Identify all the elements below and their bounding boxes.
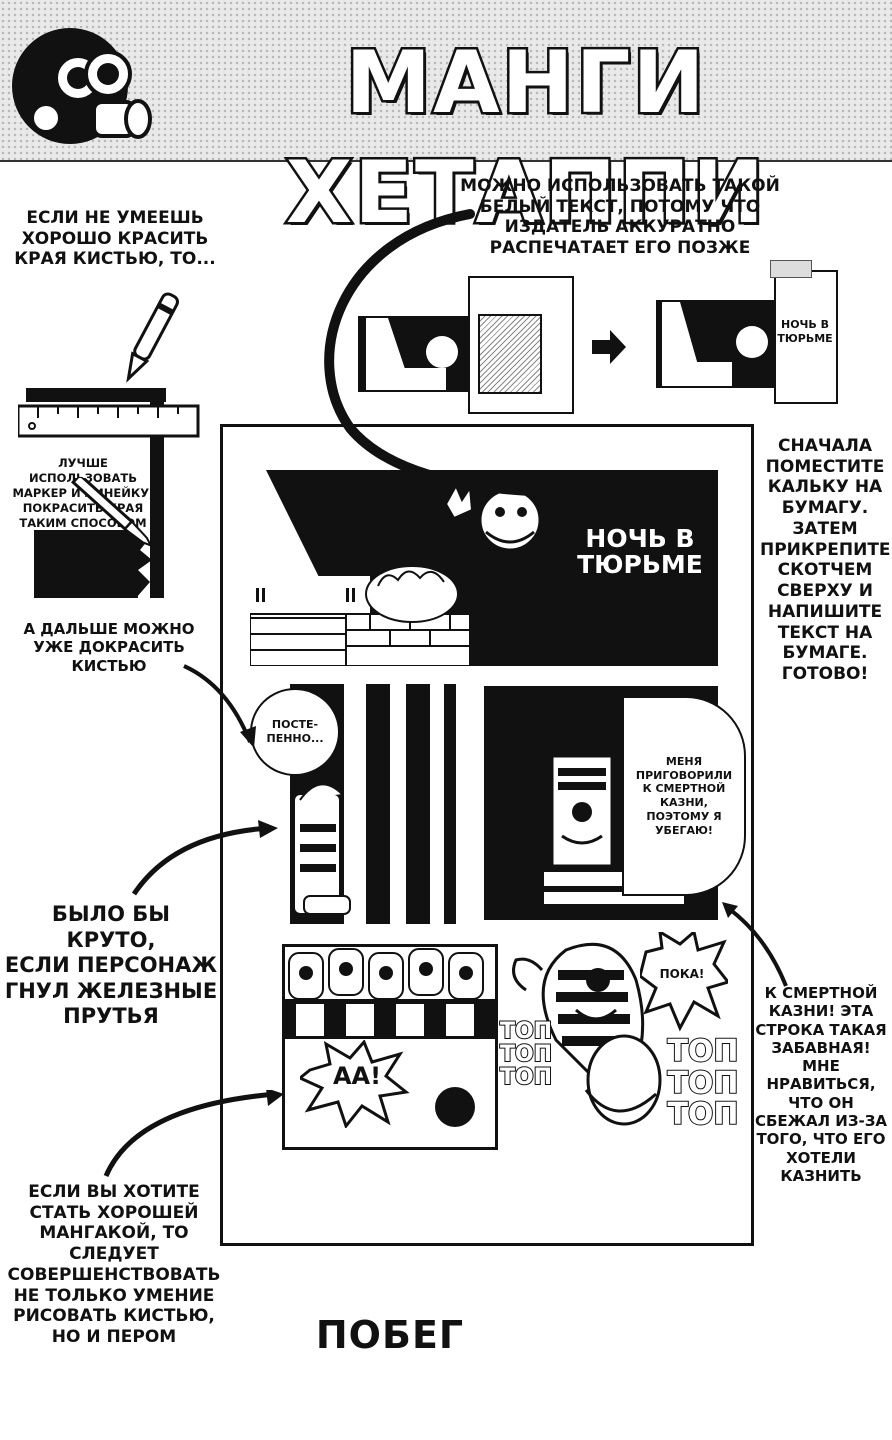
running-prisoner: [512, 942, 662, 1126]
sfx-top-right: ТОП ТОП ТОП: [666, 1034, 739, 1132]
caption-escape: ПОБЕГ: [315, 1313, 465, 1357]
note-death-line: К СМЕРТНОЙ КАЗНИ! ЭТА СТРОКА ТАКАЯ ЗАБАВ…: [754, 984, 888, 1185]
note-good-mangaka: ЕСЛИ ВЫ ХОТИТЕ СТАТЬ ХОРОШЕЙ МАНГАКОЙ, Т…: [7, 1182, 221, 1348]
sfx-aa: АА!: [332, 1062, 382, 1090]
hatched-area: [478, 314, 542, 394]
sfx-top-left: ТОП ТОП ТОП: [499, 1019, 553, 1091]
speech-bubble-slowly: ПОСТЕ- ПЕННО...: [250, 688, 340, 776]
speech-bubble-sentenced: МЕНЯ ПРИГОВОРИЛИ К СМЕРТНОЙ КАЗНИ, ПОЭТО…: [622, 696, 746, 896]
tracing-paper-before: [468, 276, 574, 414]
sfx-bye: ПОКА!: [659, 967, 705, 981]
mini-panel-after: [656, 300, 784, 388]
page-title: МАНГИ ХЕТАППИ: [283, 31, 767, 246]
note-tracing-paper: СНАЧАЛА ПОМЕСТИТЕ КАЛЬКУ НА БУМАГУ. ЗАТЕ…: [760, 436, 891, 685]
arrow-iron-bars: [131, 820, 278, 896]
panel-title-text: НОЧЬ В ТЮРЬМЕ: [577, 524, 703, 580]
pen-icon: [126, 292, 179, 383]
burst-aa: [300, 1040, 410, 1128]
tracing-paper-after: НОЧЬ В ТЮРЬМЕ: [770, 260, 838, 404]
curved-arrow-white-text: [324, 209, 626, 508]
ruler-icon: [18, 388, 200, 598]
header-banner: МАНГИ ХЕТАППИ: [0, 0, 892, 246]
arrow-death-line: [722, 902, 788, 987]
note-iron-bars: БЫЛО БЫ КРУТО, ЕСЛИ ПЕРСОНАЖ ГНУЛ ЖЕЛЕЗН…: [4, 902, 218, 1029]
arrow-then-brush: [183, 664, 256, 748]
note-then-brush: А ДАЛЬШЕ МОЖНО УЖЕ ДОКРАСИТЬ КИСТЬЮ: [23, 620, 195, 675]
gas-mask-icon: [12, 28, 152, 144]
note-white-text: МОЖНО ИСПОЛЬЗОВАТЬ ТАКОЙ БЕЛЫЙ ТЕКСТ, ПО…: [460, 176, 780, 259]
burst-bye: [640, 932, 728, 1032]
mini-panel-label: НОЧЬ В ТЮРЬМЕ: [777, 317, 833, 345]
panel-night-in-jail: НОЧЬ В ТЮРЬМЕ: [249, 470, 718, 667]
brush-icon: [34, 478, 153, 598]
tape-strip: [770, 260, 812, 278]
right-arrow-icon: [592, 330, 626, 364]
note-brush-edges: ЕСЛИ НЕ УМЕЕШЬ ХОРОШО КРАСИТЬ КРАЯ КИСТЬ…: [14, 208, 216, 270]
arrow-good-mangaka: [103, 1090, 284, 1177]
panel-crowd: [282, 944, 498, 1150]
